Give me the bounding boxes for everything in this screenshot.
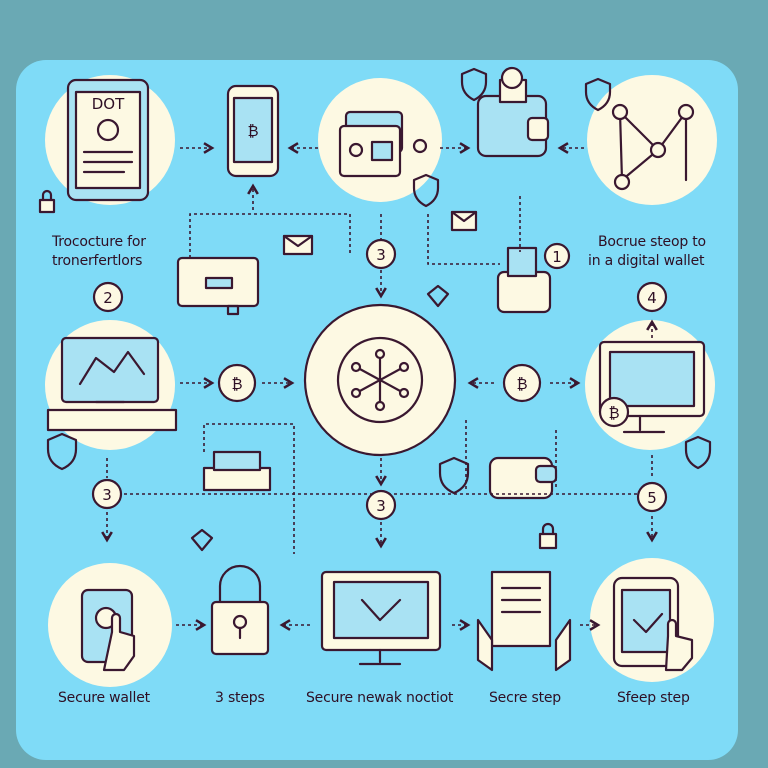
wallet-cash-icon: [496, 246, 552, 314]
coin-icon: ₿: [217, 363, 257, 403]
svg-text:DOT: DOT: [92, 95, 125, 113]
step-badge: 3: [365, 238, 397, 270]
step-badge: 4: [636, 281, 668, 313]
node-circle-network: [587, 75, 717, 205]
step-badge: 5: [636, 481, 668, 513]
shield-icon: [438, 456, 470, 495]
phone-bitcoin-icon: ₿: [226, 84, 280, 178]
svg-text:2: 2: [103, 289, 113, 307]
document-hands-icon: [476, 570, 572, 672]
label-secure-network: Secure newak noctiot: [306, 690, 454, 706]
hub-network-icon: [336, 336, 424, 424]
svg-text:3: 3: [376, 246, 386, 264]
shield-icon: [684, 435, 712, 470]
svg-text:₿: ₿: [608, 404, 619, 422]
padlock-icon-small: [38, 189, 56, 214]
label-final-step: Sfeep step: [617, 690, 690, 706]
shield-icon: [46, 432, 78, 471]
shield-icon: [584, 77, 612, 112]
svg-text:3: 3: [376, 497, 386, 515]
phone-check-icon: [612, 576, 694, 672]
label-line: in a digital wallet: [588, 253, 705, 269]
envelope-icon: [282, 234, 314, 256]
padlock-icon: [210, 564, 270, 656]
wallet-hand-icon: [80, 588, 136, 672]
padlock-icon-small: [538, 522, 558, 550]
label-secure-wallet: Secure wallet: [58, 690, 150, 706]
label-secure-step: Secre step: [489, 690, 561, 706]
label-3-steps: 3 steps: [215, 690, 265, 706]
label-line: Trococture for: [52, 234, 146, 250]
step-badge: 3: [91, 478, 123, 510]
monitor-check-icon: [320, 570, 442, 666]
shield-icon: [460, 67, 488, 102]
label-top-right: Bocrue steop to in a digital wallet: [588, 233, 706, 271]
step-badge: 3: [365, 489, 397, 521]
monitor-chart-icon: [46, 336, 178, 432]
step-badge: 2: [92, 281, 124, 313]
svg-text:1: 1: [552, 248, 562, 266]
tablet-icon: DOT: [66, 78, 150, 202]
label-line: tronerfertlors: [52, 253, 143, 269]
envelope-icon: [450, 210, 478, 232]
wallet-icon: [476, 66, 550, 158]
wallet-icon: [488, 456, 558, 500]
shield-icon: [412, 173, 440, 208]
coin-icon: ₿: [502, 363, 542, 403]
network-icon: [611, 103, 695, 191]
step-badge: 1: [543, 242, 571, 270]
svg-text:5: 5: [647, 489, 657, 507]
cash-tray-icon: [202, 450, 272, 492]
svg-text:₿: ₿: [247, 122, 258, 140]
label-top-left: Trococture for tronerfertlors: [52, 233, 146, 271]
svg-text:4: 4: [647, 289, 657, 307]
svg-text:3: 3: [102, 486, 112, 504]
diamond-icon: [190, 528, 214, 552]
wallet-cards-icon: [338, 110, 428, 178]
svg-text:₿: ₿: [516, 375, 527, 393]
card-terminal-icon: [176, 256, 260, 316]
svg-text:₿: ₿: [231, 375, 242, 393]
label-line: Bocrue steop to: [598, 234, 706, 250]
monitor-dashboard-icon: ₿: [598, 340, 706, 434]
diamond-icon: [426, 284, 450, 308]
